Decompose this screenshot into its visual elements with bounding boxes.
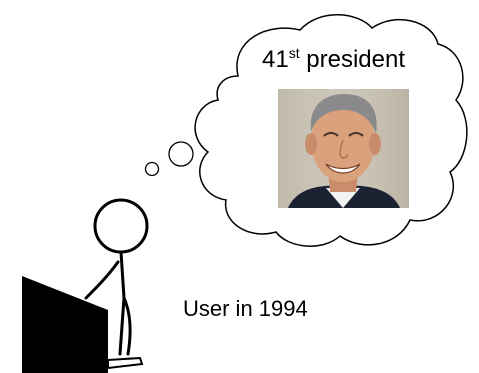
cloud-title-suffix: president <box>299 46 405 73</box>
stick-figure-body <box>118 250 126 356</box>
figure-caption: User in 1994 <box>183 296 308 321</box>
thought-bubble-small <box>144 161 160 177</box>
portrait-photo-icon <box>278 89 409 208</box>
thought-bubble-large <box>168 141 194 167</box>
cloud-title-superscript: st <box>288 45 300 61</box>
stick-figure-arm <box>84 260 120 300</box>
stick-figure <box>84 198 149 356</box>
laptop-icon <box>22 276 144 373</box>
cloud-title: 41st president <box>262 46 442 74</box>
stick-figure-head <box>93 198 149 254</box>
stick-figure-leg <box>122 296 132 356</box>
cloud-title-number: 41 <box>262 46 289 73</box>
